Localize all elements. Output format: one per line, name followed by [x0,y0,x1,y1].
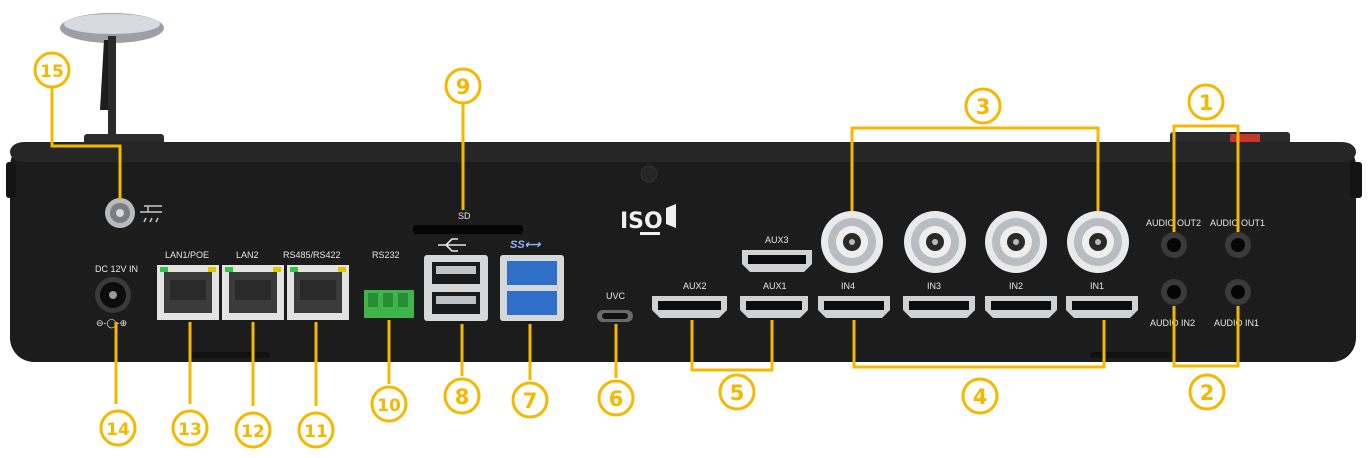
leader-2 [1172,306,1240,368]
bnc-3 [985,211,1047,273]
sd-label: SD [458,211,471,221]
hdmi-input-ports: IN4 IN3 IN2 IN1 [818,281,1138,318]
callout-13: 13 [171,409,209,447]
iso-text: ISO [620,209,663,234]
callout-3: 3 [964,87,1002,125]
dc-power-jack: DC 12V IN ⊖-◯-⊕ [95,264,138,329]
bnc-connectors [821,211,1129,273]
callout-2: 2 [1188,373,1226,411]
lan1-label: LAN1/POE [165,250,209,260]
dc-polarity-label: ⊖-◯-⊕ [96,318,127,329]
svg-text:1: 1 [1199,91,1214,115]
uvc-port: UVC [597,291,633,322]
lan1-port [157,265,219,320]
svg-text:13: 13 [178,420,202,440]
bnc-1 [821,211,883,273]
in3-label: IN3 [927,281,941,291]
iso-logo: ISO [620,165,676,235]
in4-label: IN4 [841,281,855,291]
callout-11: 11 [297,411,335,449]
network-ports: LAN1/POE LAN2 RS485/RS422 [157,250,349,320]
callout-14: 14 [99,409,137,447]
svg-text:8: 8 [455,385,470,409]
svg-text:5: 5 [730,381,745,405]
rs485-port [287,265,349,320]
svg-text:9: 9 [456,75,471,99]
bnc-2 [904,211,966,273]
svg-text:15: 15 [40,62,64,82]
rs485-label: RS485/RS422 [283,250,341,260]
svg-text:3: 3 [976,95,991,119]
callout-4: 4 [961,377,999,415]
usb-icon [438,238,466,252]
callout-leaders [50,88,1240,406]
leader-4 [852,320,1106,369]
svg-text:11: 11 [304,422,328,442]
lan2-port [222,265,284,320]
leader-1 [1172,124,1240,232]
callout-10: 10 [370,385,408,423]
svg-text:12: 12 [241,422,265,442]
uvc-label: UVC [606,291,626,301]
svg-text:4: 4 [973,385,988,409]
rs232-terminal: RS232 [364,250,414,318]
usb3-ports: SS⟷ [500,239,564,321]
callout-5: 5 [718,373,756,411]
leader-15 [50,88,122,200]
callout-7: 7 [511,381,549,419]
lan2-label: LAN2 [236,250,259,260]
aux1-label: AUX1 [763,281,787,291]
callout-6: 6 [597,379,635,417]
callout-badges: 15 14 13 12 11 10 8 7 6 5 4 3 9 1 2 [33,51,1226,449]
in2-label: IN2 [1009,281,1023,291]
usb3-logo: SS⟷ [510,239,542,251]
bnc-4 [1067,211,1129,273]
svg-text:14: 14 [106,420,130,440]
rs232-label: RS232 [372,250,400,260]
svg-text:2: 2 [1200,381,1215,405]
svg-text:7: 7 [523,389,538,413]
leader-5 [690,320,774,372]
sd-card-slot: SD [413,211,523,234]
callout-12: 12 [234,411,272,449]
callout-8: 8 [443,377,481,415]
aux2-label: AUX2 [683,281,707,291]
callout-15: 15 [33,51,71,89]
tally-light-mount [60,13,164,144]
dc-in-label: DC 12V IN [95,264,138,274]
usb2-ports [424,238,488,321]
leader-3 [850,126,1100,211]
ground-terminal [105,198,162,228]
callout-9: 9 [444,67,482,105]
hdmi-aux-ports: AUX3 AUX2 AUX1 [652,235,812,318]
aux3-label: AUX3 [765,235,789,245]
svg-text:6: 6 [609,387,624,411]
callout-1: 1 [1187,83,1225,121]
svg-text:10: 10 [377,396,401,416]
in1-label: IN1 [1090,281,1104,291]
